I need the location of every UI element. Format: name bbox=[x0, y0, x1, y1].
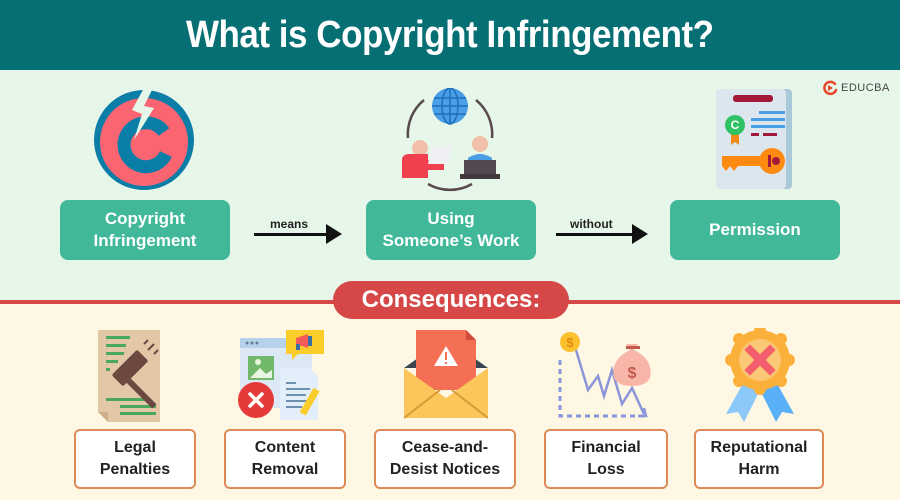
step-label-line1: Using bbox=[427, 209, 475, 228]
page-title: What is Copyright Infringement? bbox=[186, 13, 714, 56]
svg-text:$: $ bbox=[628, 365, 637, 382]
consequence-label-line2: Desist Notices bbox=[389, 461, 501, 478]
educba-logo: EDUCBA bbox=[822, 80, 890, 96]
step-label-line2: Infringement bbox=[93, 231, 197, 250]
means-label: means bbox=[270, 217, 309, 231]
consequences-heading: Consequences: bbox=[333, 281, 569, 319]
without-label: without bbox=[570, 217, 613, 231]
header-banner: What is Copyright Infringement? bbox=[0, 0, 900, 70]
certificate-key-icon: C bbox=[716, 89, 792, 189]
svg-text:C: C bbox=[731, 118, 740, 132]
consequence-label-line2: Harm bbox=[738, 461, 780, 478]
people-sharing-globe-icon bbox=[402, 88, 500, 192]
consequence-label-line2: Penalties bbox=[99, 461, 171, 478]
rejected-badge-icon bbox=[725, 328, 795, 422]
broken-copyright-icon bbox=[94, 88, 194, 190]
step-label-line1: Copyright bbox=[104, 209, 186, 228]
consequence-label-line2: Loss bbox=[587, 461, 625, 478]
falling-money-chart-icon: $ $ bbox=[558, 332, 651, 418]
svg-text:$: $ bbox=[566, 335, 574, 350]
gavel-document-icon bbox=[98, 330, 160, 422]
arrow-head-icon bbox=[632, 224, 648, 244]
reputational-harm-box: Reputational Harm bbox=[694, 429, 824, 489]
educba-logo-icon bbox=[823, 80, 838, 96]
consequence-label-line1: Content bbox=[254, 439, 316, 456]
arrow-head-icon bbox=[326, 224, 342, 244]
consequence-label-line1: Legal bbox=[114, 439, 156, 456]
legal-penalties-box: Legal Penalties bbox=[74, 429, 196, 489]
financial-loss-box: Financial Loss bbox=[544, 429, 668, 489]
without-arrow bbox=[556, 224, 648, 244]
cease-and-desist-box: Cease-and- Desist Notices bbox=[374, 429, 516, 489]
step-label-line2: Someone’s Work bbox=[382, 231, 520, 250]
means-arrow bbox=[254, 224, 342, 244]
warning-envelope-icon bbox=[404, 330, 488, 419]
consequence-label-line1: Financial bbox=[571, 439, 641, 456]
content-removed-icon bbox=[238, 330, 324, 420]
copyright-infringement-box: Copyright Infringement bbox=[60, 200, 230, 260]
content-removal-box: Content Removal bbox=[224, 429, 346, 489]
using-someones-work-box: Using Someone’s Work bbox=[366, 200, 536, 260]
permission-box: Permission bbox=[670, 200, 840, 260]
consequence-label-line1: Cease-and- bbox=[401, 439, 489, 456]
step-label: Permission bbox=[709, 220, 801, 239]
logo-text: EDUCBA bbox=[841, 82, 890, 94]
consequence-label-line1: Reputational bbox=[710, 439, 808, 456]
consequence-label-line2: Removal bbox=[251, 461, 319, 478]
